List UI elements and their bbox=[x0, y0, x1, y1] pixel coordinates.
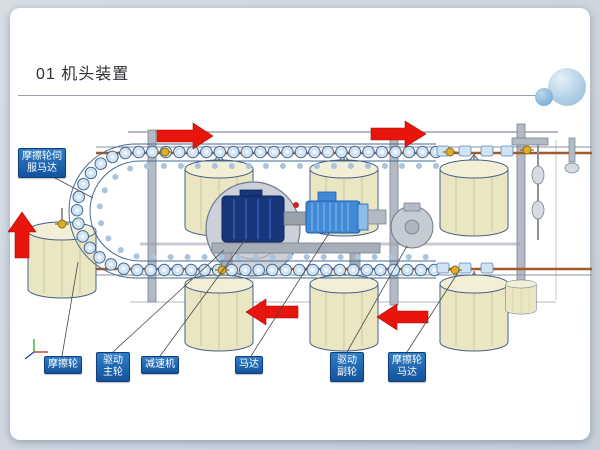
label-friction-wheel-servo-motor: 摩擦轮伺服马达 bbox=[18, 148, 66, 178]
drive-unit bbox=[205, 181, 434, 277]
flow-arrow-left-up bbox=[7, 211, 37, 259]
label-reducer: 减速机 bbox=[141, 356, 179, 374]
track-outer-edge bbox=[68, 143, 436, 279]
flow-arrow-bottom-right-left bbox=[376, 303, 429, 331]
flow-arrow-top-left-right bbox=[156, 122, 214, 150]
label-friction-wheel: 摩擦轮 bbox=[44, 356, 82, 374]
machine-base bbox=[211, 242, 381, 254]
trolley-chain bbox=[96, 163, 439, 260]
drum-right-small bbox=[505, 279, 537, 315]
flow-arrows bbox=[7, 120, 429, 331]
drive-motor bbox=[305, 200, 361, 234]
gearbox bbox=[221, 195, 285, 243]
drum-bottom-1 bbox=[184, 274, 254, 352]
drum-bottom-2 bbox=[309, 274, 379, 352]
title-divider bbox=[18, 95, 582, 96]
leader-lines bbox=[54, 177, 460, 357]
tension-roller-2 bbox=[531, 200, 545, 220]
label-friction-wheel-motor: 摩擦轮马达 bbox=[388, 352, 426, 382]
decorative-circle-large bbox=[548, 68, 586, 106]
flow-arrow-bottom-middle-left bbox=[245, 298, 299, 326]
decorative-circle-small bbox=[535, 88, 553, 106]
drum-top-3 bbox=[439, 159, 509, 237]
axis-triad-icon bbox=[24, 339, 48, 360]
slide-title: 01 机头装置 bbox=[36, 66, 130, 83]
label-drive-main-wheel: 驱动主轮 bbox=[96, 352, 130, 382]
track-inner-edge bbox=[89, 160, 436, 262]
label-motor: 马达 bbox=[235, 356, 263, 374]
support-post-left bbox=[147, 129, 157, 303]
tension-roller-1 bbox=[531, 165, 545, 185]
coupling-guard bbox=[293, 202, 299, 208]
conveyor-track bbox=[68, 143, 443, 279]
coupling bbox=[283, 211, 307, 226]
drum-bottom-3 bbox=[439, 274, 509, 352]
right-end-assembly bbox=[505, 137, 580, 315]
label-drive-aux-wheel: 驱动副轮 bbox=[330, 352, 364, 382]
flow-arrow-top-right-right bbox=[370, 120, 427, 148]
